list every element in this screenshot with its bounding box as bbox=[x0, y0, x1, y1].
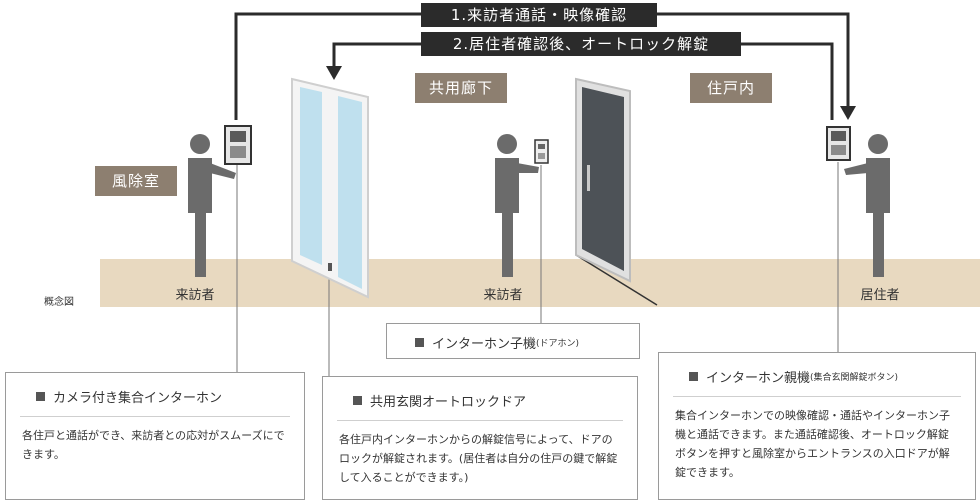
card-camera-intercom: カメラ付き集合インターホン 各住戸と通話ができ、来訪者との応対がスムーズにできま… bbox=[5, 372, 305, 500]
visitor-figure-left bbox=[188, 134, 236, 277]
door-phone-suffix: (ドアホン) bbox=[536, 339, 580, 349]
card-camera-body: 各住戸と通話ができ、来訪者との応対がスムーズにできます。 bbox=[22, 429, 285, 461]
card-autolock-title: 共用玄関オートロックドア bbox=[370, 395, 527, 410]
card-autolock: 共用玄関オートロックドア 各住戸内インターホンからの解錠信号によって、ドアのロッ… bbox=[322, 376, 638, 500]
card-camera-title: カメラ付き集合インターホン bbox=[53, 391, 223, 406]
bullet-square-icon bbox=[36, 392, 45, 401]
bullet-square-icon bbox=[689, 372, 698, 381]
card-autolock-title-row: 共用玄関オートロックドア bbox=[337, 377, 623, 421]
card-master-body: 集合インターホンでの映像確認・通話やインターホン子機と通話できます。また通話確認… bbox=[675, 409, 950, 479]
door-phone-title-row: インターホン子機 (ドアホン) bbox=[387, 324, 639, 352]
zone-dwelling: 住戸内 bbox=[690, 73, 772, 103]
door-phone-box: インターホン子機 (ドアホン) bbox=[386, 323, 640, 359]
card-autolock-body: 各住戸内インターホンからの解錠信号によって、ドアのロックが解錠されます。(居住者… bbox=[339, 433, 618, 484]
bullet-square-icon bbox=[415, 338, 424, 347]
arrowhead-step1 bbox=[840, 106, 856, 120]
dwelling-door bbox=[575, 77, 631, 283]
zone-corridor: 共用廊下 bbox=[415, 73, 507, 103]
card-camera-title-row: カメラ付き集合インターホン bbox=[20, 373, 290, 417]
visitor-figure-center bbox=[495, 134, 539, 277]
caption-concept: 概念図 bbox=[44, 297, 74, 308]
door-phone-title: インターホン子機 bbox=[432, 337, 537, 352]
step1-label: 1.来訪者通話・映像確認 bbox=[421, 3, 657, 27]
floor-band bbox=[100, 259, 980, 307]
autolock-door bbox=[291, 77, 369, 299]
arrowhead-step2 bbox=[326, 66, 342, 80]
caption-visitor-center: 来訪者 bbox=[483, 288, 523, 303]
card-master-title: インターホン親機 bbox=[706, 371, 811, 386]
master-intercom-icon bbox=[826, 126, 851, 161]
step2-label: 2.居住者確認後、オートロック解錠 bbox=[421, 32, 741, 56]
door-phone-icon bbox=[534, 139, 549, 164]
bullet-square-icon bbox=[353, 396, 362, 405]
card-master-suffix: (集合玄関解錠ボタン) bbox=[810, 373, 899, 383]
card-master-intercom: インターホン親機 (集合玄関解錠ボタン) 集合インターホンでの映像確認・通話やイ… bbox=[658, 352, 976, 500]
caption-visitor-left: 来訪者 bbox=[175, 288, 215, 303]
camera-intercom-icon bbox=[224, 125, 252, 165]
card-master-title-row: インターホン親機 (集合玄関解錠ボタン) bbox=[673, 353, 961, 397]
caption-resident: 居住者 bbox=[860, 288, 900, 303]
zone-windbreak: 風除室 bbox=[95, 166, 177, 196]
resident-figure bbox=[844, 134, 890, 277]
